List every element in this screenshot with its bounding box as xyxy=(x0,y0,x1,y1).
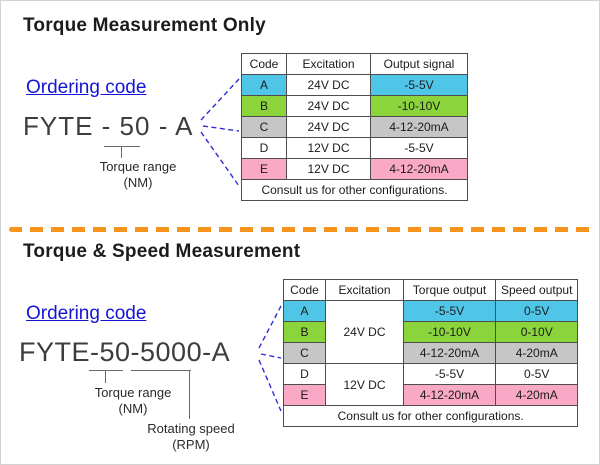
torque-speed-table: Code Excitation Torque output Speed outp… xyxy=(282,279,579,427)
code-cell: C xyxy=(241,116,287,138)
col-header-speed-output: Speed output xyxy=(494,279,579,301)
excitation-merged-cell: 24V DC xyxy=(325,300,404,364)
output-cell: -5-5V xyxy=(370,137,468,159)
torque-range-text: Torque range xyxy=(99,159,177,174)
speed-output-cell: 0-10V xyxy=(494,321,579,343)
connector-line xyxy=(258,359,282,412)
code-cell: B xyxy=(241,95,287,117)
torque-range-pointer-line xyxy=(121,147,123,158)
section2-rotating-speed-label: Rotating speed (RPM) xyxy=(131,421,251,453)
connector-line xyxy=(200,131,240,187)
section2-title: Torque & Speed Measurement xyxy=(23,241,301,262)
table-row: B -10-10V 0-10V xyxy=(283,321,579,343)
torque-output-cell: -10-10V xyxy=(403,321,496,343)
excitation-cell: 24V DC xyxy=(286,95,371,117)
rotating-speed-pointer-line xyxy=(189,371,191,419)
code-cell: D xyxy=(283,363,326,385)
connector-line xyxy=(200,78,240,121)
col-header-code: Code xyxy=(241,53,287,75)
code-cell: B xyxy=(283,321,326,343)
torque-range-bracket-line-2 xyxy=(89,357,123,371)
code-cell: C xyxy=(283,342,326,364)
output-cell: 4-12-20mA xyxy=(370,158,468,180)
speed-output-cell: 0-5V xyxy=(494,363,579,385)
table-footer-row: Consult us for other configurations. xyxy=(282,405,579,427)
rotating-speed-bracket-line xyxy=(131,357,191,371)
torque-output-cell: 4-12-20mA xyxy=(403,342,496,364)
connector-line xyxy=(260,353,282,359)
section1-torque-range-label: Torque range (NM) xyxy=(78,159,198,191)
table-row: E 12V DC 4-12-20mA xyxy=(241,158,468,180)
torque-range-bracket-line xyxy=(104,133,140,147)
table-footer-note: Consult us for other configurations. xyxy=(282,405,579,427)
rotating-speed-unit: (RPM) xyxy=(172,437,210,452)
code-cell: A xyxy=(241,74,287,96)
table-row: C 24V DC 4-12-20mA xyxy=(241,116,468,138)
connector-line xyxy=(258,305,282,349)
section-divider xyxy=(9,227,593,232)
table-row: A 24V DC -5-5V 0-5V xyxy=(283,300,579,364)
output-cell: -10-10V xyxy=(370,95,468,117)
section2-torque-range-label: Torque range (NM) xyxy=(73,385,193,417)
rotating-speed-text: Rotating speed xyxy=(147,421,235,436)
table-row: D 12V DC -5-5V 0-5V xyxy=(283,363,579,406)
torque-range-unit: (NM) xyxy=(118,401,148,416)
torque-output-cell: -5-5V xyxy=(403,300,496,322)
torque-only-table: Code Excitation Output signal A 24V DC -… xyxy=(241,53,468,201)
excitation-cell: 12V DC xyxy=(286,158,371,180)
section1-ordering-code-value: FYTE - 50 - A xyxy=(23,111,194,141)
excitation-cell: 24V DC xyxy=(286,74,371,96)
section1-ordering-code-link[interactable]: Ordering code xyxy=(26,77,147,98)
table-footer-row: Consult us for other configurations. xyxy=(241,179,468,201)
torque-output-cell: 4-12-20mA xyxy=(403,384,496,406)
code-cell: E xyxy=(241,158,287,180)
table-row: D 12V DC -5-5V xyxy=(241,137,468,159)
table-row: A 24V DC -5-5V xyxy=(241,74,468,96)
col-header-torque-output: Torque output xyxy=(403,279,496,301)
code-cell: A xyxy=(283,300,326,322)
excitation-cell: 12V DC xyxy=(286,137,371,159)
torque-output-cell: -5-5V xyxy=(403,363,496,385)
speed-output-cell: 4-20mA xyxy=(494,384,579,406)
torque-range-pointer-line-2 xyxy=(105,371,107,383)
col-header-output-signal: Output signal xyxy=(370,53,468,75)
col-header-code: Code xyxy=(283,279,326,301)
connector-line xyxy=(202,125,240,132)
output-cell: -5-5V xyxy=(370,74,468,96)
output-cell: 4-12-20mA xyxy=(370,116,468,138)
excitation-cell: 24V DC xyxy=(286,116,371,138)
section2-ordering-code-value: FYTE-50-5000-A xyxy=(19,337,231,367)
section2-ordering-code-link[interactable]: Ordering code xyxy=(26,303,147,324)
code-cell: E xyxy=(283,384,326,406)
code-cell: D xyxy=(241,137,287,159)
table-header-row: Code Excitation Output signal xyxy=(241,53,468,75)
col-header-excitation: Excitation xyxy=(325,279,404,301)
torque-range-unit: (NM) xyxy=(123,175,153,190)
section1-title: Torque Measurement Only xyxy=(23,15,266,36)
table-header-row: Code Excitation Torque output Speed outp… xyxy=(283,279,579,301)
torque-range-text: Torque range xyxy=(94,385,172,400)
table-row: C 4-12-20mA 4-20mA xyxy=(283,342,579,364)
excitation-merged-cell: 12V DC xyxy=(325,363,404,406)
col-header-excitation: Excitation xyxy=(286,53,371,75)
table-row: B 24V DC -10-10V xyxy=(241,95,468,117)
speed-output-cell: 4-20mA xyxy=(494,342,579,364)
speed-output-cell: 0-5V xyxy=(494,300,579,322)
table-footer-note: Consult us for other configurations. xyxy=(241,179,468,201)
